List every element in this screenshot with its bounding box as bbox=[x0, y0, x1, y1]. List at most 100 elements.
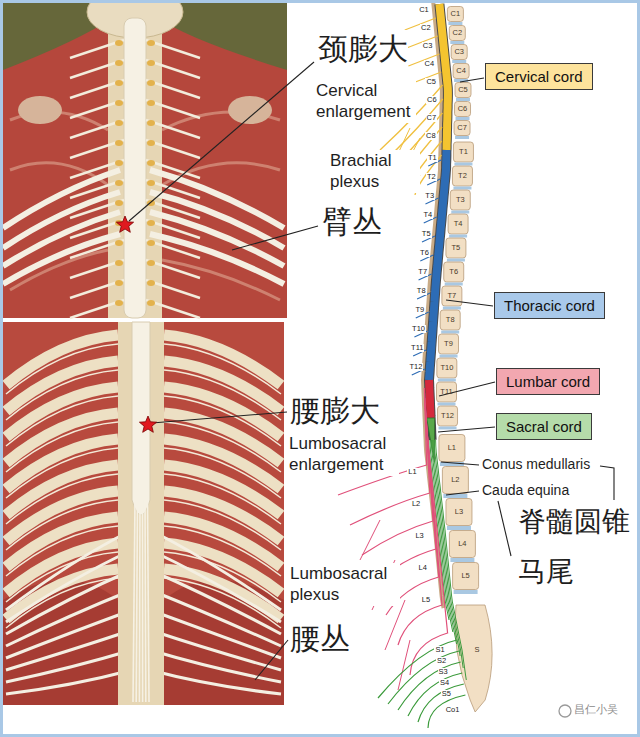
leader-line bbox=[439, 382, 495, 396]
leader-lines bbox=[129, 62, 614, 680]
ganglion bbox=[147, 40, 155, 46]
vertebral-body bbox=[451, 45, 467, 60]
intervertebral-disc bbox=[439, 427, 457, 430]
nerve-number: C1 bbox=[418, 6, 430, 14]
vertebra-number: C2 bbox=[452, 29, 464, 37]
spinal-nerve bbox=[70, 100, 124, 118]
watermark: 昌仁小吴 bbox=[574, 703, 618, 717]
intervertebral-disc bbox=[438, 379, 456, 382]
cauda-equina-strand bbox=[139, 500, 141, 702]
chinese-label: 脊髓圆锥 bbox=[518, 504, 630, 539]
vertebra-number: S bbox=[474, 646, 481, 654]
ganglion bbox=[115, 60, 123, 66]
nerve-number: T11 bbox=[410, 344, 424, 352]
cauda-equina-strand bbox=[133, 500, 135, 702]
leader-line bbox=[498, 501, 511, 556]
lumbosacral-nerve bbox=[6, 550, 132, 622]
photo-ground bbox=[3, 3, 287, 318]
leader-line bbox=[232, 226, 318, 250]
ganglion bbox=[115, 140, 123, 146]
lumbar-nerve bbox=[410, 418, 448, 675]
nerve-number: S1 bbox=[434, 646, 445, 654]
ganglion bbox=[115, 180, 123, 186]
ganglion bbox=[147, 280, 155, 286]
spinal-nerve bbox=[70, 120, 124, 138]
spinal-nerve bbox=[70, 140, 124, 158]
ganglion bbox=[115, 40, 123, 46]
nerve-number: T9 bbox=[415, 306, 426, 314]
leader-line bbox=[441, 462, 479, 465]
vertebra-number: C5 bbox=[457, 86, 469, 94]
nerve-number: C8 bbox=[425, 132, 437, 140]
spinal-nerve bbox=[146, 120, 200, 138]
sacral-nerve bbox=[398, 662, 461, 710]
ganglion bbox=[115, 120, 123, 126]
spinal-nerve bbox=[146, 140, 200, 158]
intervertebral-disc bbox=[443, 307, 461, 310]
vertebra-number: T8 bbox=[445, 316, 456, 324]
ganglion bbox=[115, 100, 123, 106]
nerve-number: L3 bbox=[414, 532, 424, 540]
vertebra-number: L4 bbox=[457, 540, 467, 548]
vertebral-body bbox=[440, 310, 460, 330]
vertebra-number: C7 bbox=[456, 124, 468, 132]
vertebra-number: L1 bbox=[447, 444, 457, 452]
vertebral-body bbox=[455, 102, 471, 117]
nerve-number: T12 bbox=[408, 363, 423, 371]
intercostal-nerve bbox=[6, 552, 118, 602]
segment-box: Lumbar cord bbox=[496, 368, 600, 395]
lumbosacral-nerve bbox=[6, 630, 132, 670]
lumbosacral-nerve bbox=[6, 650, 132, 682]
spinal-nerve bbox=[70, 260, 124, 278]
part-label: Cauda equina bbox=[482, 482, 569, 500]
intervertebral-disc bbox=[449, 235, 467, 238]
segment-box: Thoracic cord bbox=[494, 292, 605, 319]
vertebra-number: T5 bbox=[451, 244, 462, 252]
vertebra-number: T9 bbox=[443, 340, 454, 348]
sacral-nerve bbox=[428, 695, 465, 728]
spinal-nerve bbox=[146, 260, 200, 278]
segment-box: Cervical cord bbox=[485, 63, 593, 90]
vertebra-number: L2 bbox=[450, 476, 460, 484]
vertebra-number: C3 bbox=[453, 48, 465, 56]
intervertebral-disc bbox=[451, 211, 469, 214]
nerve-number: T6 bbox=[419, 249, 430, 257]
nerve-number: T2 bbox=[426, 173, 437, 181]
vertebra-number: T6 bbox=[448, 268, 459, 276]
chinese-label: 马尾 bbox=[518, 554, 574, 589]
intervertebral-disc bbox=[445, 283, 463, 286]
nerve-number: T1 bbox=[427, 154, 438, 162]
nerve-number: T5 bbox=[421, 230, 432, 238]
marker-star bbox=[116, 216, 133, 232]
lumbosacral-nerve bbox=[6, 570, 132, 634]
lumbosacral-nerve bbox=[150, 670, 281, 694]
nerve-number: C2 bbox=[420, 24, 432, 32]
lumbosacral-nerve bbox=[6, 670, 132, 694]
vertebra-number: T12 bbox=[440, 412, 455, 420]
nerve-number: S2 bbox=[436, 657, 447, 665]
intervertebral-disc bbox=[456, 117, 470, 120]
vertebra-number: T4 bbox=[453, 220, 464, 228]
vertebral-body bbox=[442, 286, 462, 306]
nerve-number: C6 bbox=[426, 96, 438, 104]
lumbar-segment bbox=[429, 380, 431, 418]
ganglion bbox=[147, 240, 155, 246]
segment-box: Sacral cord bbox=[496, 413, 592, 440]
marker-star bbox=[139, 416, 156, 432]
vertebral-body bbox=[448, 214, 468, 234]
cauda-equina-strand bbox=[148, 500, 150, 702]
intervertebral-disc bbox=[454, 163, 472, 166]
vertebra-number: T1 bbox=[458, 148, 469, 156]
part-label: Cervical enlargement bbox=[316, 80, 416, 123]
segment-label: Thoracic cord bbox=[504, 297, 595, 314]
nerve-number: C4 bbox=[424, 60, 436, 68]
cauda-equina-strand bbox=[144, 500, 146, 702]
intervertebral-disc bbox=[454, 590, 478, 594]
cauda-equina-strand bbox=[142, 500, 144, 702]
intervertebral-disc bbox=[452, 60, 466, 63]
vertebral-body bbox=[437, 358, 457, 378]
vertebra-number: C6 bbox=[457, 105, 469, 113]
spinal-nerve bbox=[146, 40, 200, 58]
